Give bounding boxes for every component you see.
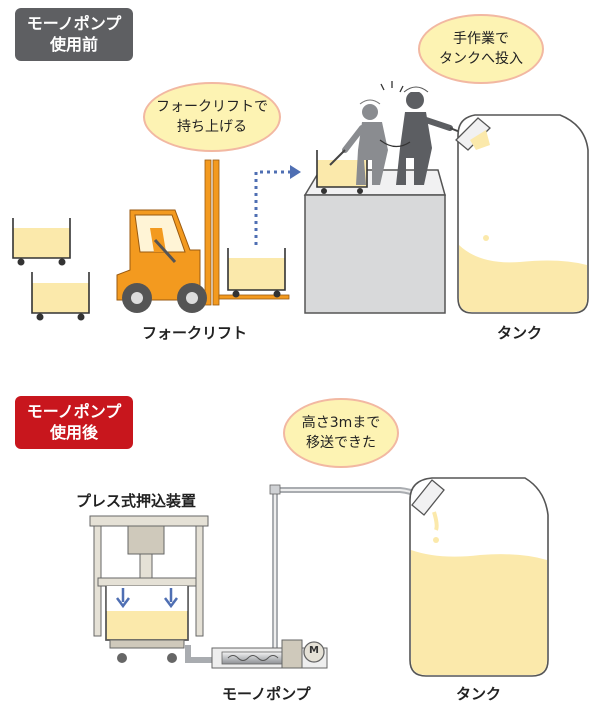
badge-before-line1: モーノポンプ (26, 14, 122, 33)
bin-floor-2 (31, 272, 90, 321)
bubble-manual-line2: タンクへ投入 (439, 51, 523, 67)
bubble-height-line1: 高さ3mまで (301, 415, 381, 431)
tank-after (409, 477, 549, 677)
badge-after-line2: 使用後 (49, 423, 98, 442)
label-pump: モーノポンプ (222, 685, 311, 703)
label-tank-after: タンク (456, 685, 502, 703)
worker-1 (329, 99, 388, 185)
tank-before (455, 114, 589, 314)
press-device (89, 515, 209, 663)
badge-after: モーノポンプ 使用後 (15, 396, 133, 449)
pump-mark: M (309, 645, 319, 656)
bin-on-forks (227, 248, 286, 298)
bubble-forklift-line1: フォークリフトで (156, 99, 268, 115)
transfer-pipe (185, 484, 435, 663)
badge-after-line1: モーノポンプ (26, 402, 122, 421)
bin-floor-1 (12, 218, 71, 266)
bubble-forklift-line2: 持ち上げる (177, 119, 247, 135)
sweat-marks (380, 81, 404, 93)
bubble-forklift: フォークリフトで 持ち上げる (143, 82, 281, 152)
bubble-height: 高さ3mまで 移送できた (283, 398, 399, 468)
badge-before: モーノポンプ 使用前 (15, 8, 133, 61)
bubble-manual: 手作業で タンクへ投入 (418, 14, 544, 84)
mohno-pump (211, 639, 328, 669)
forklift (116, 159, 290, 313)
lift-arrow (254, 165, 301, 245)
bubble-height-line2: 移送できた (305, 435, 376, 451)
label-forklift: フォークリフト (142, 324, 248, 342)
press-arrows (116, 588, 178, 609)
badge-before-line2: 使用前 (49, 35, 98, 54)
label-tank-before: タンク (497, 324, 543, 342)
label-press: プレス式押込装置 (76, 492, 197, 510)
bubble-manual-line1: 手作業で (453, 31, 509, 47)
